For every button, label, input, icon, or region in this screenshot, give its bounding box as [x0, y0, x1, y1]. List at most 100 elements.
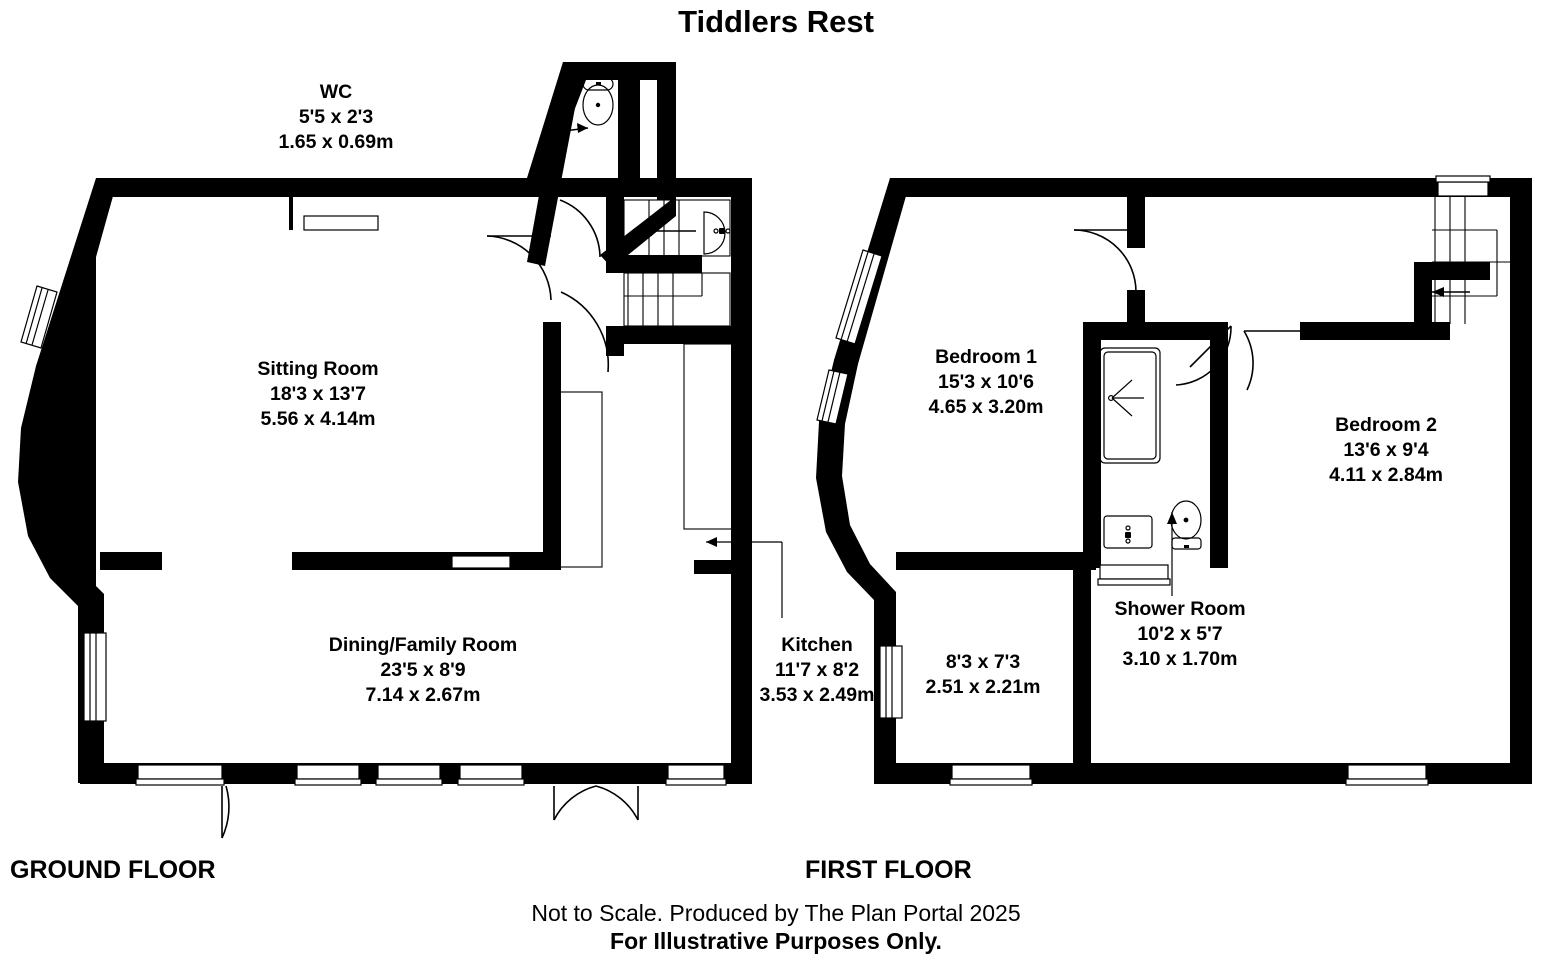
first-floor-plan	[816, 175, 1532, 786]
first-top-wall	[890, 178, 1532, 197]
window-dining-bottom-4	[457, 764, 525, 786]
room-imperial: 5'5 x 2'3	[298, 105, 374, 128]
window-sitting-left	[20, 285, 58, 349]
window-dining-bottom-1	[135, 764, 225, 786]
window-bed2-bottom	[1345, 764, 1429, 786]
room-name: Dining/Family Room	[328, 634, 518, 656]
first-floor-caption: FIRST FLOOR	[805, 856, 972, 884]
ground-stair-wall-top	[606, 196, 624, 272]
room-metric: 2.51 x 2.21m	[925, 675, 1041, 698]
window-bed3-left	[879, 645, 903, 719]
ground-floor-windows	[20, 215, 727, 786]
stair-outline-upper	[623, 199, 731, 257]
first-bed2-top-wall	[1300, 322, 1450, 340]
room-name: Kitchen	[781, 634, 853, 656]
ground-floor-fixtures	[547, 77, 783, 618]
ground-sitting-dining-wall	[292, 552, 561, 570]
ground-top-wall	[96, 178, 752, 197]
room-metric: 4.65 x 3.20m	[928, 395, 1044, 418]
door-swing-wc	[559, 199, 601, 258]
first-floor-windows	[816, 175, 1491, 786]
ground-top-recess-outline	[289, 197, 293, 230]
window-dining-internal	[451, 555, 511, 569]
shower-tray	[1099, 347, 1161, 464]
footer-disclaimer-line1: Not to Scale. Produced by The Plan Porta…	[531, 900, 1021, 926]
shower-room-leader	[1167, 512, 1177, 596]
first-stair-arrow-head	[1432, 287, 1444, 297]
ground-right-wall	[731, 178, 752, 784]
room-label-bedroom-2: Bedroom 2 13'6 x 9'4 4.11 x 2.84m	[1329, 413, 1443, 488]
first-bed3-top-wall	[896, 552, 1032, 570]
first-floor-fixtures	[1099, 347, 1202, 596]
room-label-bedroom-3: 8'3 x 7'3 2.51 x 2.21m	[926, 650, 1041, 700]
window-dining-bottom-2	[294, 764, 362, 786]
stair-outline-lower	[623, 272, 731, 327]
ground-stair-wall-mid	[606, 255, 702, 273]
ground-curved-left-wall	[18, 178, 113, 783]
room-metric: 7.14 x 2.67m	[365, 683, 481, 706]
understairs-outline	[559, 343, 733, 568]
room-imperial: 8'3 x 7'3	[945, 651, 1021, 673]
room-label-sitting-room: Sitting Room 18'3 x 13'7 5.56 x 4.14m	[257, 357, 378, 432]
room-label-wc: WC 5'5 x 2'3 1.65 x 0.69m	[279, 80, 394, 155]
door-swing-bed2	[1243, 330, 1254, 391]
room-imperial: 18'3 x 13'7	[269, 382, 367, 405]
window-landing-top	[1435, 175, 1491, 197]
door-swing-french-left	[553, 785, 597, 821]
room-metric: 5.56 x 4.14m	[260, 407, 376, 430]
ground-wc-slant-left	[527, 62, 583, 266]
room-name: Bedroom 1	[935, 346, 1037, 368]
room-name: Sitting Room	[257, 358, 379, 380]
window-kitchen-bottom	[665, 764, 727, 786]
room-metric: 3.10 x 1.70m	[1122, 647, 1238, 670]
first-staircase	[1432, 196, 1510, 324]
first-shower-top-wall	[1083, 322, 1228, 340]
wc-entry-arrow	[547, 123, 589, 134]
room-metric: 3.53 x 2.49m	[759, 683, 875, 706]
first-wall-bed1-landing-upper	[1127, 196, 1145, 248]
room-imperial: 15'3 x 10'6	[937, 370, 1035, 393]
ground-stair-wall-bottom	[618, 326, 731, 344]
ground-floor-plan	[18, 62, 783, 839]
door-swing-dining-exterior	[221, 785, 230, 839]
window-bed3-bottom	[949, 764, 1033, 786]
ground-dining-left-stub	[100, 552, 162, 570]
first-outer-wall	[816, 178, 1532, 783]
ground-top-recess	[291, 197, 390, 232]
ground-floor-doors	[221, 199, 639, 839]
room-imperial: 10'2 x 5'7	[1137, 622, 1223, 645]
first-bed3-right-wall	[1073, 552, 1091, 764]
room-metric: 1.65 x 0.69m	[278, 130, 394, 153]
room-label-kitchen: Kitchen 11'7 x 8'2 3.53 x 2.49m	[760, 633, 875, 708]
first-floor-doors	[1073, 229, 1302, 391]
door-swing-hall-sitting	[486, 235, 552, 301]
first-shower-left-wall	[1083, 322, 1101, 568]
door-swing-hall-dining	[560, 291, 610, 373]
window-dining-bottom-3	[375, 764, 443, 786]
ground-stair-jamb	[606, 326, 624, 356]
room-label-bedroom-1: Bedroom 1 15'3 x 10'6 4.65 x 3.20m	[929, 345, 1044, 420]
room-label-dining-family-room: Dining/Family Room 23'5 x 8'9 7.14 x 2.6…	[329, 633, 518, 708]
room-imperial: 11'7 x 8'2	[774, 658, 860, 681]
toilet-wc	[582, 77, 614, 126]
room-imperial: 13'6 x 9'4	[1343, 438, 1429, 461]
window-shower-bottom	[1097, 564, 1171, 586]
room-name: WC	[319, 81, 353, 103]
basin-shower-room	[1103, 515, 1153, 549]
toilet-shower-room	[1170, 500, 1202, 550]
stair-arrow-head	[640, 226, 652, 236]
room-name: Bedroom 2	[1335, 414, 1437, 436]
ground-floor-caption: GROUND FLOOR	[10, 856, 216, 884]
door-swing-shower	[1175, 325, 1232, 386]
window-bed1-left-lower	[816, 369, 849, 425]
kitchen-leader	[706, 537, 783, 618]
window-sitting-recess	[303, 215, 379, 231]
room-imperial: 23'5 x 8'9	[380, 658, 466, 681]
ground-wc-alcove-right	[657, 62, 676, 200]
window-dining-left	[83, 632, 107, 722]
room-label-shower-room: Shower Room 10'2 x 5'7 3.10 x 1.70m	[1114, 597, 1245, 672]
first-shower-right-wall	[1210, 322, 1228, 568]
door-swing-bed1	[1073, 229, 1137, 293]
